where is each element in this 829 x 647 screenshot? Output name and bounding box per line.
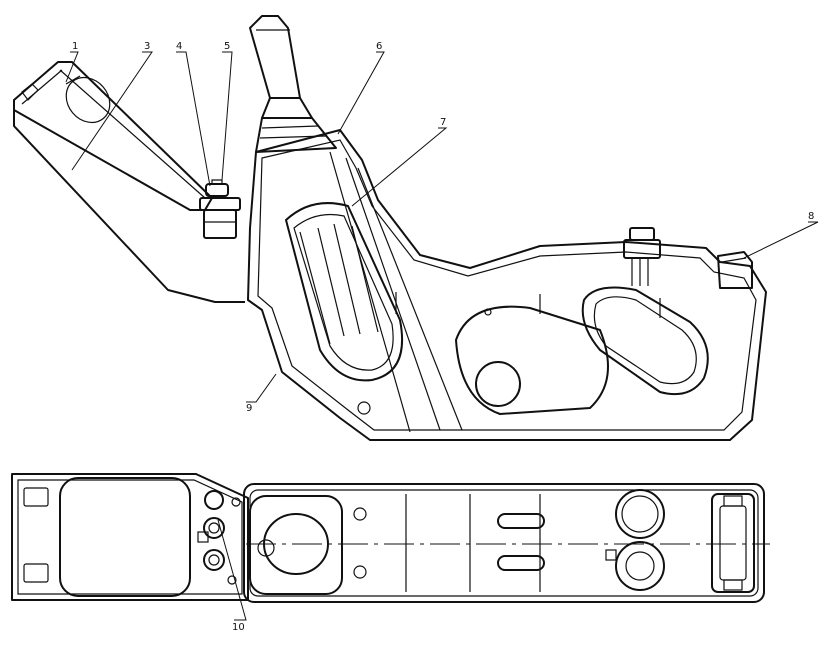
callout-10: 10 — [232, 622, 245, 633]
callout-5: 5 — [224, 41, 230, 52]
leader-lines — [65, 51, 819, 621]
joystick — [249, 15, 337, 153]
callout-3: 3 — [144, 41, 150, 52]
callout-8: 8 — [808, 211, 814, 222]
knob-assembly — [199, 179, 241, 239]
callout-7: 7 — [440, 117, 446, 128]
top-view — [11, 473, 770, 603]
callout-1: 1 — [72, 41, 78, 52]
side-view — [13, 15, 819, 621]
callout-labels: 1 3 4 5 6 7 8 9 10 — [72, 41, 814, 633]
callout-4: 4 — [176, 41, 182, 52]
callout-6: 6 — [376, 41, 382, 52]
armrest — [13, 61, 245, 303]
callout-9-side: 9 — [246, 403, 252, 414]
main-body — [247, 129, 767, 441]
